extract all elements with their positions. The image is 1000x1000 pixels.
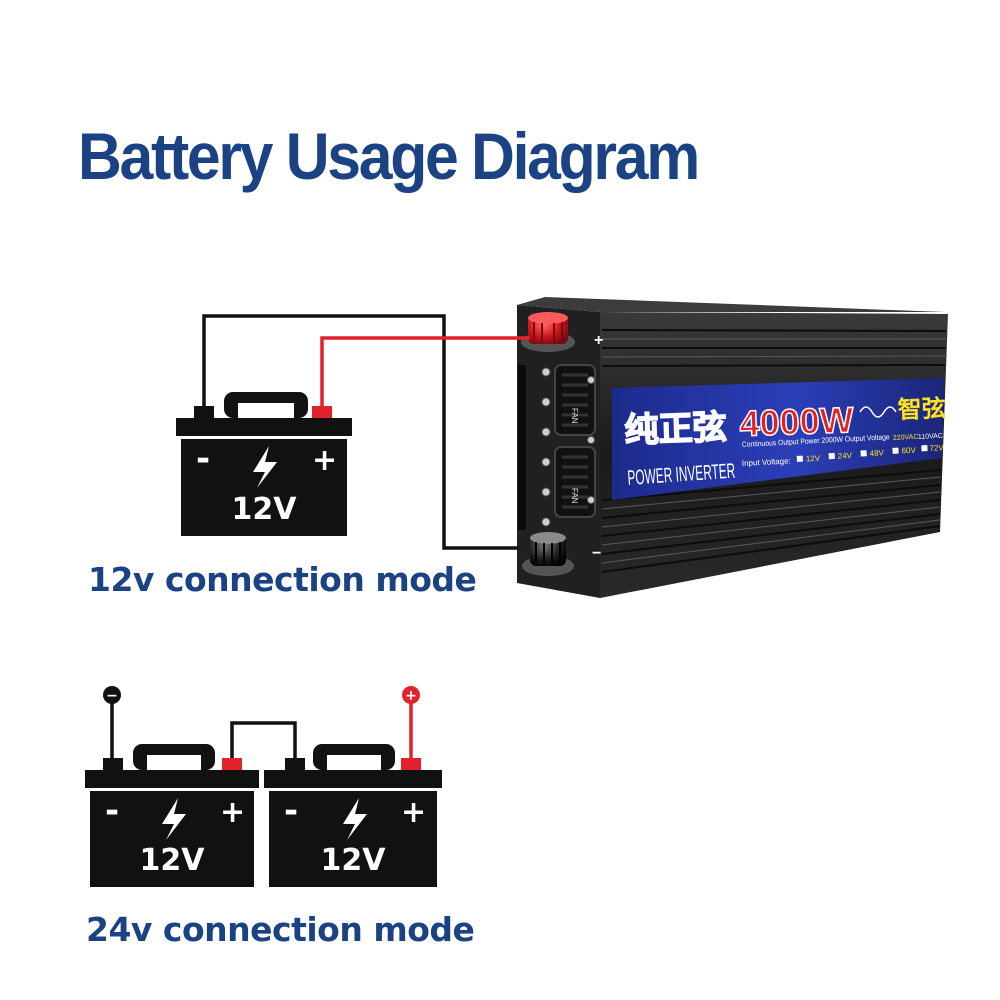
inverter-power-rating: 4000W — [739, 399, 854, 444]
input-option: 24V — [838, 451, 853, 461]
side-bracket — [518, 365, 526, 530]
battery-terminal-positive — [401, 758, 421, 770]
sine-wave-icon — [859, 406, 897, 418]
battery-voltage-label: 12V — [321, 843, 387, 878]
input-option: 48V — [869, 448, 884, 458]
battery-minus-label: - — [196, 439, 210, 479]
input-option: 60V — [901, 446, 916, 456]
battery-terminal-negative — [194, 406, 214, 418]
inverter-plus-label: + — [594, 332, 603, 349]
battery-lid — [176, 418, 352, 436]
lightning-bolt-icon — [343, 798, 367, 840]
battery-body — [90, 791, 254, 887]
fan-label: FAN — [570, 408, 579, 424]
inverter-label-panel — [612, 378, 944, 500]
battery-minus-label: - — [105, 791, 119, 831]
battery-12v: - + 12V — [176, 392, 352, 536]
caption-24v-mode: 24v connection mode — [86, 910, 475, 949]
battery-minus-label: - — [284, 791, 298, 831]
input-option: 12V — [806, 454, 821, 464]
power-inverter: 纯正弦 4000W 智弦 POWER INVERTER Continuous O… — [517, 297, 948, 598]
negative-output-lead: − — [103, 686, 121, 760]
caption-12v-mode: 12v connection mode — [88, 560, 477, 599]
battery-lid — [85, 770, 259, 788]
battery-plus-label: + — [401, 795, 426, 830]
inverter-brand: 智弦 — [897, 394, 946, 424]
inverter-cn-label: 纯正弦 — [624, 408, 727, 450]
battery-voltage-label: 12V — [232, 492, 298, 527]
page-title: Battery Usage Diagram — [78, 119, 700, 193]
inverter-top-face — [517, 297, 945, 312]
input-voltage-label: Input Voltage: — [742, 456, 791, 468]
fan-label: FAN — [570, 488, 579, 504]
fan-grille-top: FAN — [554, 364, 596, 436]
output-110vac: 110VAC — [918, 433, 943, 441]
series-link-wire — [230, 721, 297, 760]
input-option: 72V — [929, 443, 944, 453]
lightning-bolt-icon — [253, 446, 277, 488]
svg-text:−: − — [106, 688, 118, 704]
positive-terminal-red — [521, 312, 575, 352]
input-voltage-options: 12V 24V 48V 60V 72V — [796, 443, 945, 464]
battery-24v-a: - + 12V — [85, 744, 259, 887]
heatsink-fins — [601, 329, 947, 573]
fan-grille-bottom: FAN — [554, 446, 596, 518]
battery-terminal-negative — [103, 758, 123, 770]
inverter-minus-label: − — [592, 545, 601, 562]
lightning-bolt-icon — [162, 798, 186, 840]
svg-text:+: + — [405, 688, 417, 704]
red-wire-12v — [320, 336, 530, 408]
battery-lid — [264, 770, 442, 788]
battery-terminal-negative — [285, 758, 305, 770]
battery-plus-label: + — [220, 795, 245, 830]
positive-output-lead: + — [402, 686, 420, 760]
panel-screws — [541, 367, 595, 527]
battery-body — [269, 791, 437, 887]
output-220vac: 220VAC — [893, 434, 919, 442]
battery-voltage-label: 12V — [140, 843, 206, 878]
battery-terminal-positive — [222, 758, 242, 770]
battery-24v-b: - + 12V — [264, 744, 442, 887]
black-wire-12v — [202, 314, 518, 550]
negative-terminal-black — [522, 532, 574, 576]
battery-terminal-positive — [312, 406, 332, 418]
battery-plus-label: + — [312, 443, 337, 478]
